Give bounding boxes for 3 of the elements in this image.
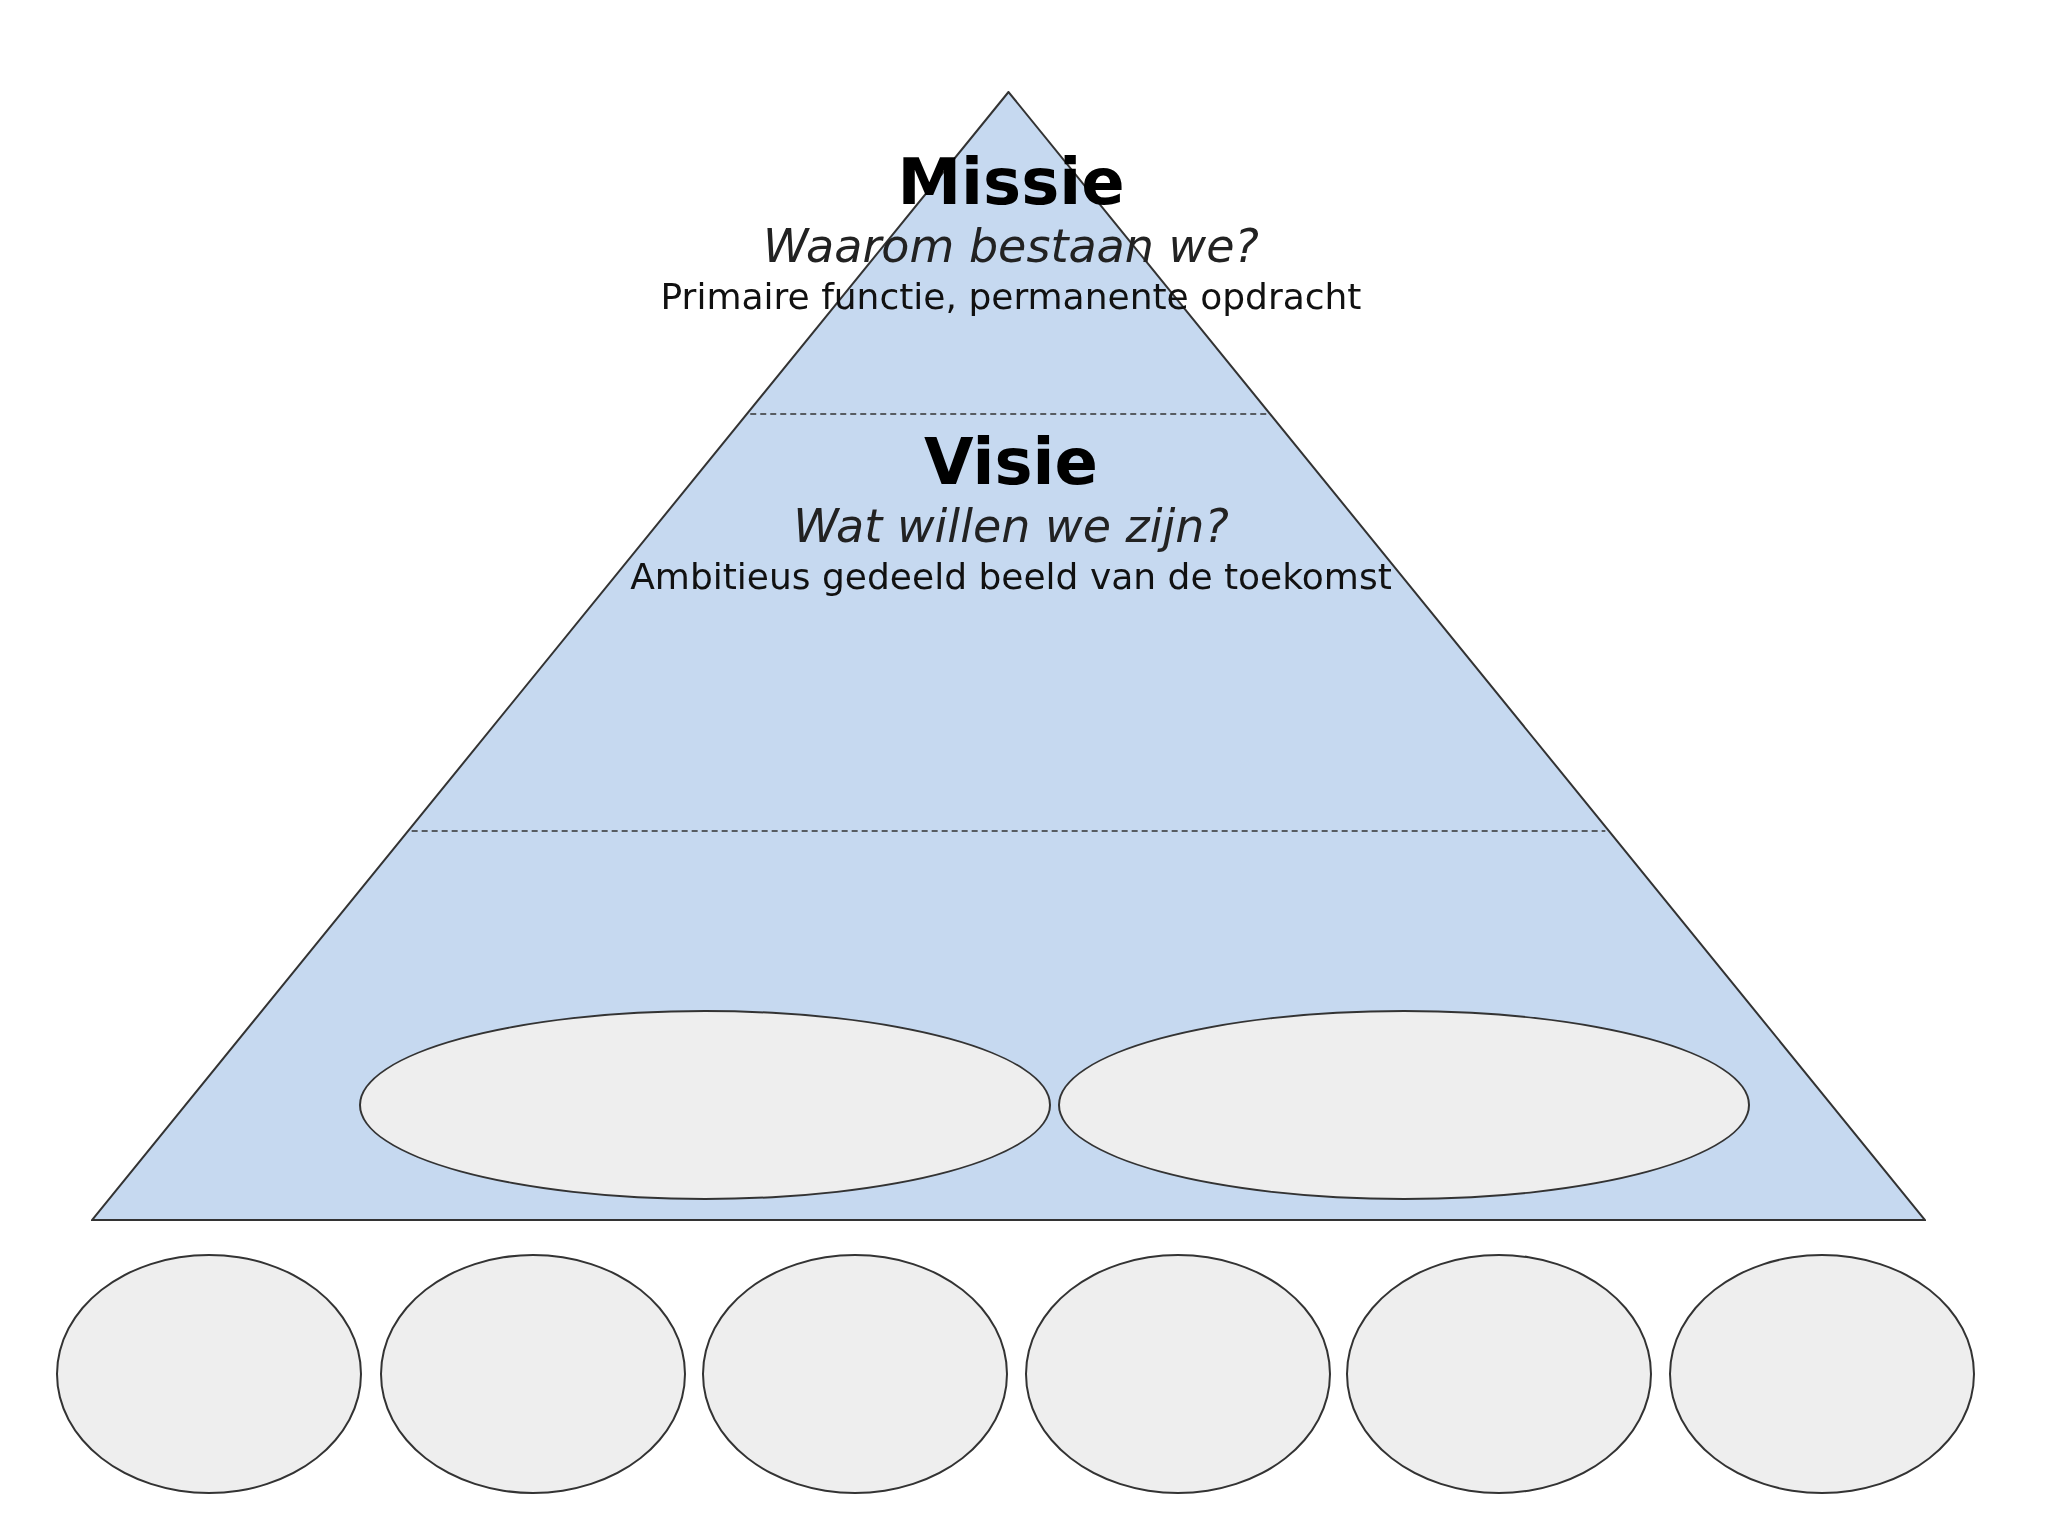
question-text: Wat willen we zijn? (793, 498, 1229, 554)
description-text: Ambitieus gedeeld beeld van de toekomst (630, 555, 1392, 599)
band-heading: Visie (924, 426, 1098, 498)
